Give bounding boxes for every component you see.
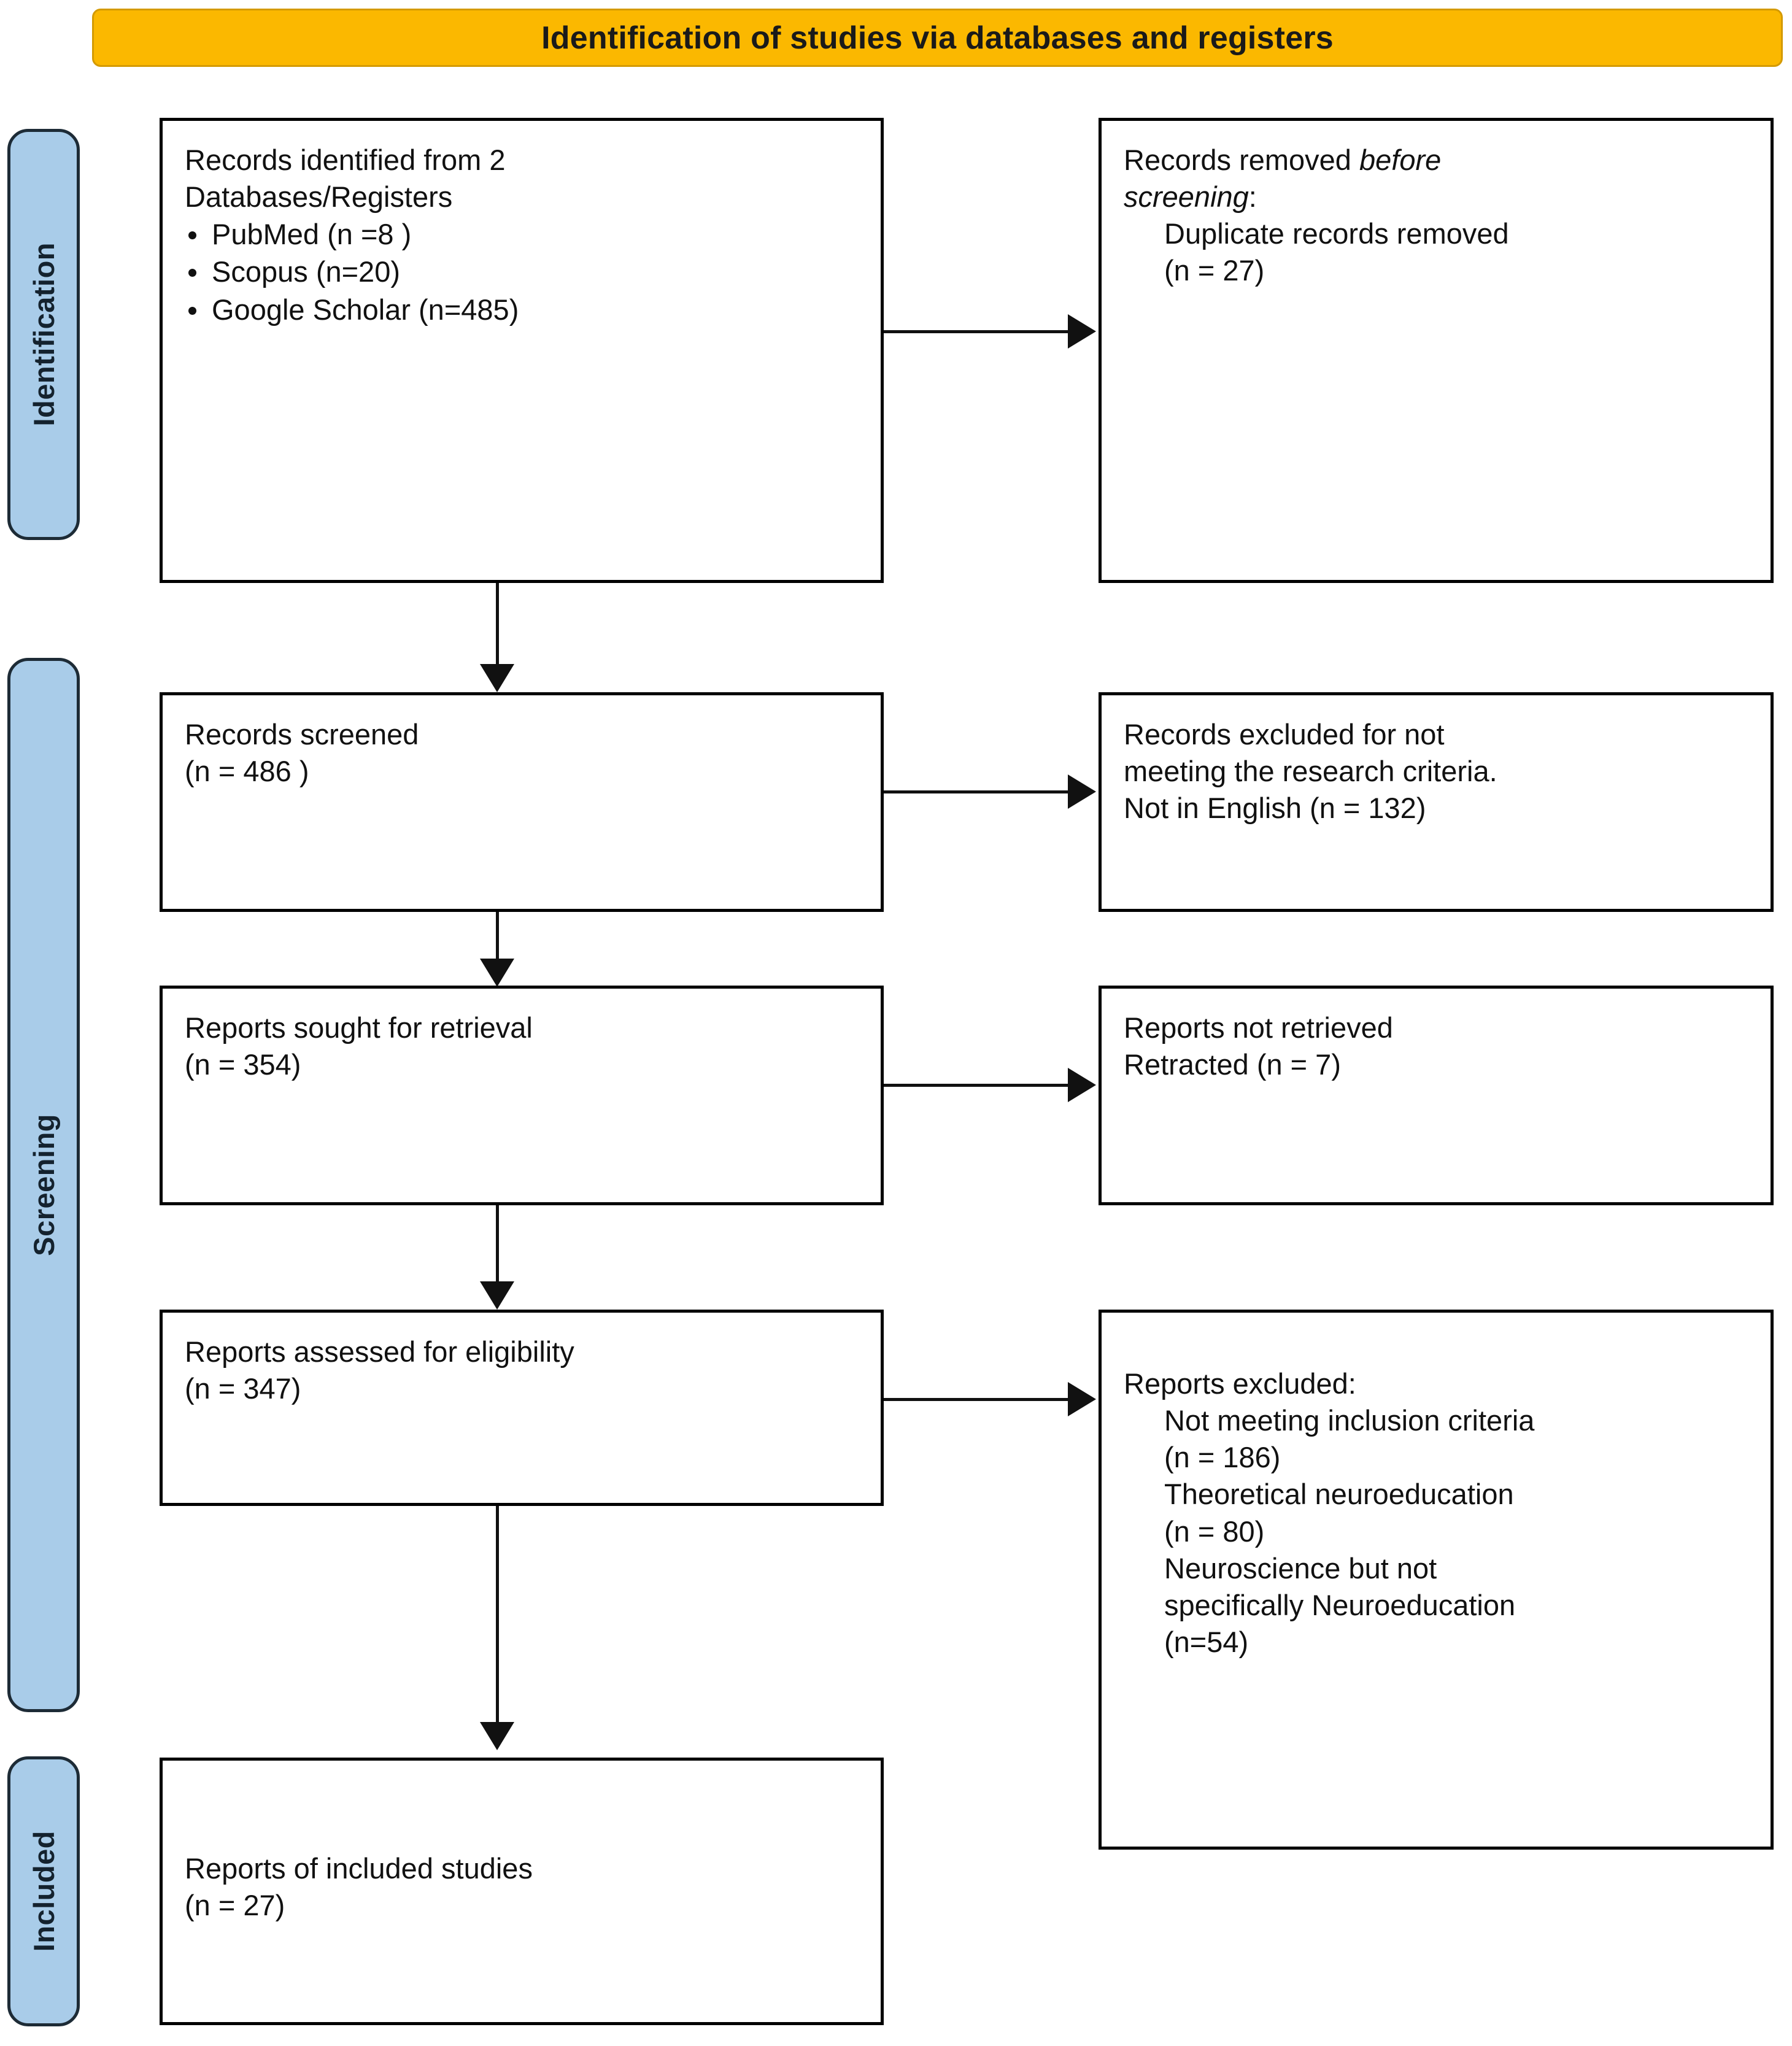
- records-removed-line1-plain: Records removed: [1124, 144, 1359, 176]
- reports-sought-count: (n = 354): [185, 1048, 301, 1081]
- connector-assessed-to-excluded-arrowhead: [1068, 1382, 1096, 1416]
- reports-excluded-reason-3a: Neuroscience but not: [1164, 1551, 1437, 1585]
- connector-assessed-to-included-arrowhead: [480, 1722, 514, 1750]
- box-reports-excluded-detail: Reports excluded: Not meeting inclusion …: [1099, 1310, 1774, 1850]
- connector-identified-to-removed-line: [884, 330, 1068, 333]
- box-reports-assessed: Reports assessed for eligibility (n = 34…: [160, 1310, 884, 1506]
- duplicate-records-removed-label: Duplicate records removed: [1164, 217, 1509, 250]
- list-item-google-scholar: Google Scholar (n=485): [185, 291, 859, 328]
- list-item-pubmed: PubMed (n =8 ): [185, 215, 859, 253]
- records-screened-count: (n = 486 ): [185, 755, 309, 788]
- reports-assessed-label: Reports assessed for eligibility: [185, 1335, 574, 1368]
- connector-identified-to-screened-line: [496, 583, 499, 669]
- connector-screened-to-excluded-arrowhead: [1068, 774, 1096, 809]
- records-excluded-line2: meeting the research criteria.: [1124, 755, 1497, 788]
- reports-not-retrieved-label: Reports not retrieved: [1124, 1011, 1393, 1044]
- connector-screened-to-excluded-line: [884, 790, 1068, 793]
- stage-label-identification: Identification: [27, 242, 60, 427]
- box-records-excluded: Records excluded for not meeting the res…: [1099, 692, 1774, 912]
- connector-assessed-to-included-line: [496, 1506, 499, 1739]
- stage-pill-identification: Identification: [7, 129, 80, 540]
- stage-pill-screening: Screening: [7, 658, 80, 1712]
- reports-excluded-reason-2-count: (n = 80): [1164, 1515, 1265, 1548]
- box-records-screened: Records screened (n = 486 ): [160, 692, 884, 912]
- records-removed-line1: Records removed before: [1124, 142, 1748, 179]
- reports-excluded-reason-1-count: (n = 186): [1164, 1441, 1281, 1474]
- stage-pill-included: Included: [7, 1756, 80, 2026]
- diagram-header-banner: Identification of studies via databases …: [92, 9, 1783, 67]
- connector-screened-to-sought-line: [496, 912, 499, 978]
- records-identified-source-list: PubMed (n =8 ) Scopus (n=20) Google Scho…: [185, 215, 859, 328]
- records-removed-before-italic: before: [1359, 144, 1442, 176]
- connector-screened-to-sought-arrowhead: [480, 959, 514, 987]
- list-item-scopus: Scopus (n=20): [185, 253, 859, 290]
- diagram-title: Identification of studies via databases …: [541, 20, 1334, 56]
- records-removed-line2: screening:: [1124, 179, 1748, 215]
- records-excluded-line3: Not in English (n = 132): [1124, 792, 1426, 825]
- records-removed-colon: :: [1248, 180, 1257, 214]
- duplicate-records-removed-count: (n = 27): [1164, 254, 1265, 287]
- records-identified-line2: Databases/Registers: [185, 180, 453, 214]
- reports-assessed-count: (n = 347): [185, 1372, 301, 1405]
- included-studies-label: Reports of included studies: [185, 1852, 533, 1885]
- reports-excluded-reason-3-count: (n=54): [1164, 1626, 1249, 1659]
- records-excluded-line1: Records excluded for not: [1124, 718, 1445, 751]
- records-screened-label: Records screened: [185, 718, 419, 751]
- reports-sought-label: Reports sought for retrieval: [185, 1011, 533, 1044]
- stage-label-included: Included: [27, 1831, 60, 1952]
- records-removed-screening-italic: screening: [1124, 180, 1249, 214]
- box-records-identified: Records identified from 2 Databases/Regi…: [160, 118, 884, 583]
- reports-not-retrieved-count: Retracted (n = 7): [1124, 1048, 1341, 1081]
- connector-assessed-to-excluded-line: [884, 1398, 1068, 1401]
- connector-sought-to-notretrieved-arrowhead: [1068, 1068, 1096, 1102]
- records-identified-line1: Records identified from 2: [185, 144, 506, 176]
- connector-identified-to-removed-arrowhead: [1068, 314, 1096, 349]
- stage-label-screening: Screening: [27, 1114, 60, 1256]
- box-included-studies: Reports of included studies (n = 27): [160, 1758, 884, 2025]
- connector-sought-to-assessed-arrowhead: [480, 1281, 514, 1310]
- reports-excluded-heading: Reports excluded:: [1124, 1367, 1356, 1400]
- reports-excluded-reason-2: Theoretical neuroeducation: [1164, 1478, 1514, 1511]
- box-records-removed-before-screening: Records removed before screening: Duplic…: [1099, 118, 1774, 583]
- reports-excluded-reason-3b: specifically Neuroeducation: [1164, 1588, 1516, 1621]
- included-studies-count: (n = 27): [185, 1889, 285, 1922]
- reports-excluded-reason-1: Not meeting inclusion criteria: [1164, 1404, 1535, 1437]
- connector-sought-to-assessed-line: [496, 1205, 499, 1300]
- connector-sought-to-notretrieved-line: [884, 1084, 1068, 1087]
- connector-identified-to-screened-arrowhead: [480, 664, 514, 692]
- box-reports-sought: Reports sought for retrieval (n = 354): [160, 986, 884, 1205]
- box-reports-not-retrieved: Reports not retrieved Retracted (n = 7): [1099, 986, 1774, 1205]
